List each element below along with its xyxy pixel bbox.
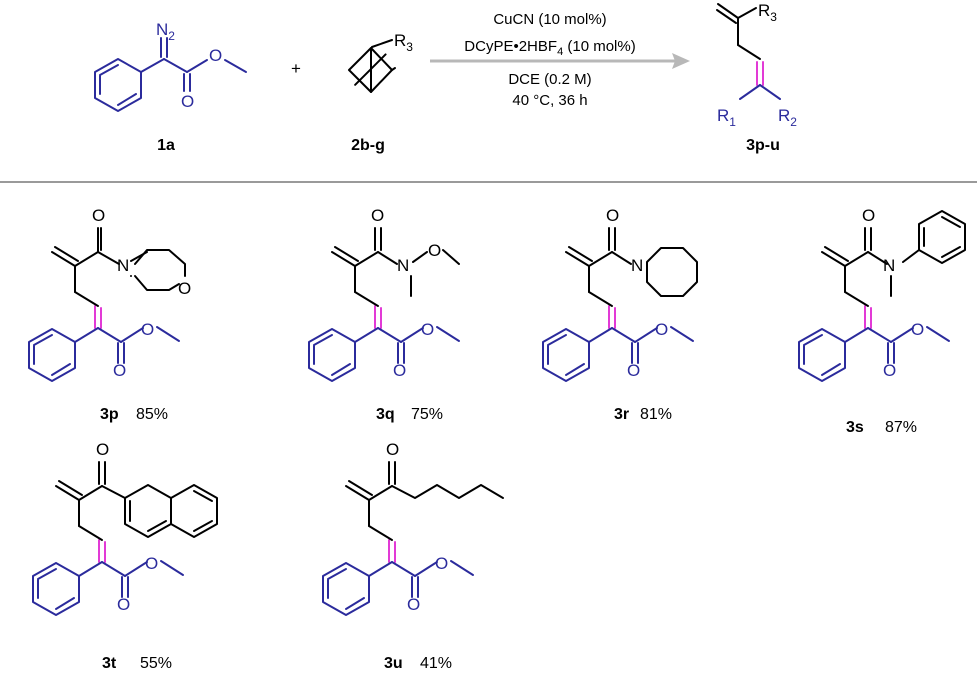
reagent-2-r3: R3 — [394, 31, 413, 54]
condition-catalyst: CuCN (10 mol%) — [493, 11, 606, 28]
3t-label: 3t — [102, 655, 117, 672]
3t-atom-o-carbonyl2: O — [117, 595, 130, 614]
condition-solvent: DCE (0.2 M) — [508, 71, 591, 88]
product-label: 3p-u — [746, 137, 780, 154]
3u-atom-o-ester: O — [435, 554, 448, 573]
3u-yield: 41% — [420, 655, 452, 672]
condition-ligand: DCyPE•2HBF4 (10 mol%) — [464, 38, 635, 58]
3u-atom-o-carbonyl2: O — [407, 595, 420, 614]
compound-3q-structure — [308, 227, 460, 382]
atom-o-ester: O — [209, 46, 222, 65]
product-r3: R3 — [758, 1, 777, 24]
compound-3u-structure — [322, 461, 504, 616]
atom-o-carbonyl: O — [181, 92, 194, 111]
reagent-1a-label: 1a — [157, 137, 175, 154]
3s-atom-o-carbonyl2: O — [883, 361, 896, 380]
3s-yield: 87% — [885, 419, 917, 436]
plus-sign: + — [291, 59, 301, 78]
3p-yield: 85% — [136, 406, 168, 423]
3p-atom-o-carbonyl2: O — [113, 361, 126, 380]
3s-atom-o-carbonyl: O — [862, 206, 875, 225]
3r-atom-o-carbonyl2: O — [627, 361, 640, 380]
compound-3p-structure — [28, 227, 186, 382]
3t-atom-o-carbonyl: O — [96, 440, 109, 459]
product-r1: R1 — [717, 106, 736, 129]
reaction-arrow — [430, 53, 690, 69]
3r-atom-n: N — [631, 256, 643, 275]
3q-yield: 75% — [411, 406, 443, 423]
3p-atom-o-carbonyl: O — [92, 206, 105, 225]
3q-atom-o-carbonyl2: O — [393, 361, 406, 380]
3q-atom-n: N — [397, 256, 409, 275]
reagent-1a-structure: N2 O O — [94, 20, 247, 112]
3p-atom-o-ring: O — [178, 279, 191, 298]
compound-3s-structure — [798, 210, 966, 382]
3t-atom-o-ester: O — [145, 554, 158, 573]
product-generic-structure: R3 R1 R2 — [716, 1, 797, 129]
3q-atom-o-methoxy: O — [428, 241, 441, 260]
3r-atom-o-ester: O — [655, 320, 668, 339]
3r-yield: 81% — [640, 406, 672, 423]
atom-n2: N2 — [156, 20, 175, 43]
3q-atom-o-carbonyl: O — [371, 206, 384, 225]
reagent-2-label: 2b-g — [351, 137, 385, 154]
3r-label: 3r — [614, 406, 629, 423]
3s-atom-o-ester: O — [911, 320, 924, 339]
compound-3r-structure — [542, 227, 698, 382]
3s-atom-n: N — [883, 256, 895, 275]
3u-label: 3u — [384, 655, 403, 672]
compound-3t-structure — [32, 461, 218, 616]
3p-atom-o-ester: O — [141, 320, 154, 339]
3r-atom-o-carbonyl: O — [606, 206, 619, 225]
product-r2: R2 — [778, 106, 797, 129]
3s-label: 3s — [846, 419, 864, 436]
3q-label: 3q — [376, 406, 395, 423]
3p-atom-n: N — [117, 256, 129, 275]
3p-label: 3p — [100, 406, 119, 423]
3q-atom-o-ester: O — [421, 320, 434, 339]
reagent-2-structure: R3 — [348, 31, 413, 93]
3t-yield: 55% — [140, 655, 172, 672]
3u-atom-o-carbonyl: O — [386, 440, 399, 459]
condition-temperature-time: 40 °C, 36 h — [512, 92, 587, 109]
